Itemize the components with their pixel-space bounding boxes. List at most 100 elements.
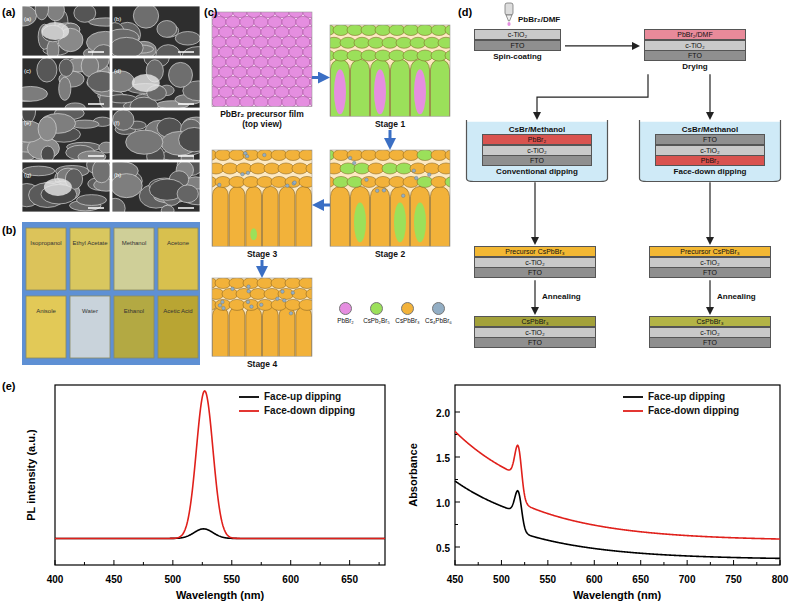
- substrate-stack: CsPbBr₃c-TiO₂FTO: [645, 315, 775, 350]
- ellipse-shape: [264, 163, 280, 174]
- label-anchor: 500: [165, 569, 182, 587]
- label-anchor: 550: [223, 569, 240, 587]
- tick-label: 550: [540, 574, 557, 585]
- film-cross-section: [330, 150, 450, 246]
- ellipse-shape: [76, 195, 106, 206]
- label-anchor: Wavelength (nm): [573, 585, 661, 603]
- rect-shape: [229, 307, 245, 356]
- layer-band: c-TiO₂: [649, 257, 771, 268]
- ellipse-shape: [233, 46, 247, 57]
- rect-shape: [112, 110, 200, 160]
- ellipse-shape: [268, 76, 282, 87]
- legend-entry: CsPbBr₃: [392, 302, 423, 324]
- circle-shape: [291, 291, 295, 295]
- ellipse-shape: [403, 25, 419, 36]
- legend-text: PbBr₂: [337, 317, 353, 324]
- label-anchor: Ethyl Acetate: [72, 231, 107, 249]
- solvent-name: Methanol: [122, 240, 147, 246]
- ellipse-shape: [403, 176, 419, 187]
- path-shape: [640, 120, 781, 182]
- ellipse-shape: [41, 22, 69, 40]
- line-shape: [172, 560, 173, 565]
- ellipse-shape: [268, 56, 282, 67]
- ellipse-shape: [240, 96, 254, 106]
- label-anchor: 500: [493, 569, 510, 587]
- layer-band: CsPbBr₃: [474, 316, 596, 327]
- face-down-abs-curve: [455, 431, 780, 539]
- legend-entry: PbBr₂: [330, 302, 361, 324]
- film-cross-section: [212, 150, 312, 246]
- ellipse-shape: [247, 66, 261, 77]
- edge-label: Annealing: [716, 292, 757, 301]
- ellipse-shape: [296, 76, 310, 87]
- rect-shape: [246, 186, 262, 246]
- ellipse-shape: [303, 46, 312, 57]
- node-caption: Face-down dipping: [639, 166, 781, 177]
- film-sample: [114, 296, 154, 358]
- circle-shape: [283, 299, 287, 303]
- ellipse-shape: [247, 86, 261, 97]
- ellipse-shape: [414, 69, 426, 114]
- ellipse-shape: [438, 163, 450, 174]
- rect-shape: [330, 25, 450, 116]
- ellipse-shape: [271, 176, 287, 187]
- rect-shape: [279, 186, 295, 246]
- circle-shape: [292, 182, 296, 186]
- rect-shape: [112, 162, 200, 212]
- line-shape: [524, 562, 525, 565]
- layer-band: PbBr₂: [482, 134, 592, 145]
- rect-shape: [22, 58, 110, 108]
- ellipse-shape: [212, 56, 226, 67]
- ellipse-shape: [340, 37, 356, 48]
- rect-shape: [411, 186, 430, 246]
- ellipse-shape: [275, 66, 289, 77]
- ellipse-shape: [35, 6, 48, 20]
- ellipse-shape: [212, 86, 219, 97]
- ellipse-shape: [310, 16, 312, 27]
- legend-swatch: [370, 302, 383, 315]
- ellipse-shape: [250, 163, 266, 174]
- line-shape: [455, 457, 460, 458]
- process-arrow: [537, 74, 648, 113]
- edge-label-anchor: Annealing: [716, 285, 757, 303]
- ellipse-shape: [257, 278, 273, 289]
- legend-text: Face-up dipping: [648, 391, 725, 402]
- rect-shape: [391, 59, 410, 116]
- axis-title: Wavelength (nm): [573, 589, 661, 601]
- legend-line-sample: [238, 393, 260, 401]
- film-sample: [26, 296, 66, 358]
- legend-text: Face-down dipping: [264, 405, 355, 416]
- ellipse-shape: [236, 163, 252, 174]
- layer-band: FTO: [482, 155, 592, 166]
- circle-shape: [375, 189, 379, 193]
- ellipse-shape: [215, 150, 231, 161]
- axis-title: Absorbance: [407, 443, 419, 507]
- process-arrow: [321, 204, 330, 207]
- ellipse-shape: [215, 299, 231, 310]
- ellipse-shape: [375, 50, 391, 61]
- rect-shape: [371, 59, 390, 116]
- ellipse-shape: [112, 37, 143, 56]
- ellipse-shape: [47, 40, 59, 56]
- node-caption: PbBr₂ precursor film (top view): [212, 109, 312, 130]
- label-anchor: Anisole: [36, 299, 56, 317]
- legend-swatch: [339, 302, 352, 315]
- ellipse-shape: [424, 163, 440, 174]
- circle-shape: [401, 194, 405, 198]
- ellipse-shape: [289, 86, 303, 97]
- circle-shape: [231, 287, 235, 291]
- ellipse-shape: [282, 36, 296, 47]
- ellipse-shape: [226, 36, 240, 47]
- sem-micrograph: [22, 6, 110, 56]
- micrograph-letter: (h): [114, 172, 121, 178]
- label-anchor: 450: [447, 569, 464, 587]
- ellipse-shape: [375, 176, 391, 187]
- legend-entry: Cs₄PbBr₆: [423, 302, 454, 324]
- label-anchor: (d): [114, 59, 121, 77]
- ellipse-shape: [169, 62, 193, 87]
- node-caption: Conventional dipping: [466, 166, 608, 177]
- ellipse-shape: [299, 150, 312, 161]
- line-shape: [84, 562, 85, 565]
- tick-label: 500: [493, 574, 510, 585]
- ellipse-shape: [333, 50, 349, 61]
